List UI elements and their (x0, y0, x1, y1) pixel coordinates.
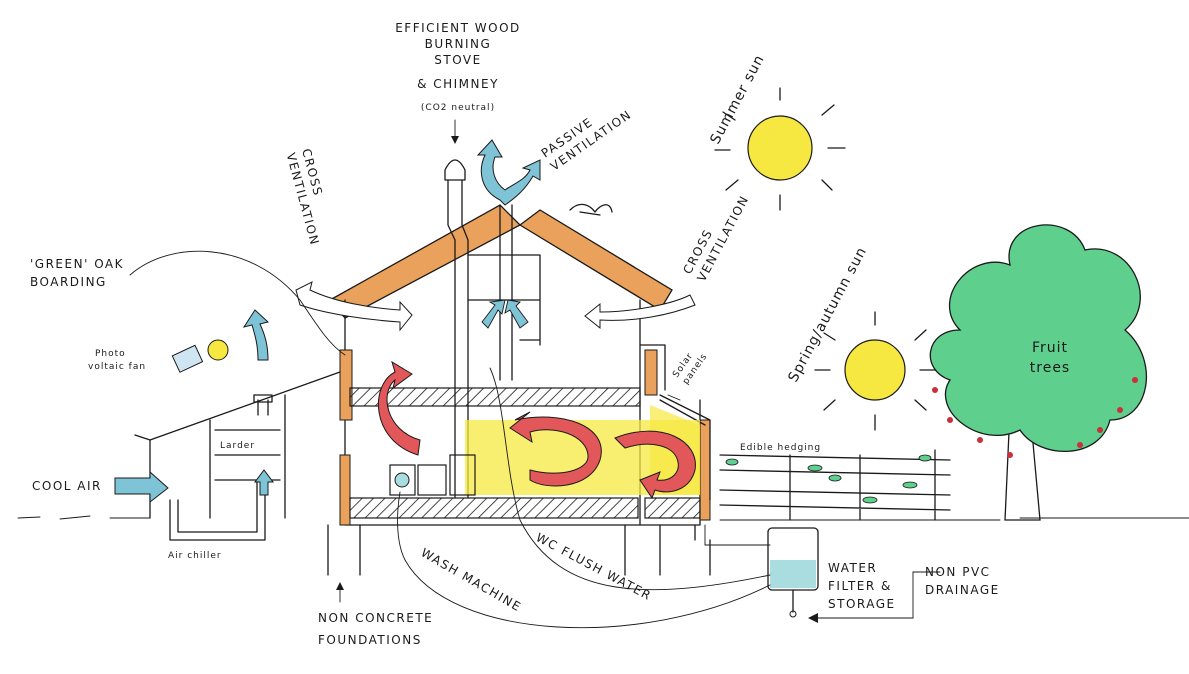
svg-text:stove: stove (434, 53, 481, 67)
roof-left (328, 204, 522, 319)
photo-voltaic-fan-label: Photo voltaic fan (88, 349, 146, 372)
attic-vent-arrows (481, 299, 529, 329)
first-floor-slab (349, 387, 641, 407)
summer-sun (714, 87, 846, 211)
svg-text:Non concrete: Non concrete (318, 611, 433, 625)
pv-panel (171, 344, 204, 373)
water-filter-label: Water filter & storage (828, 561, 896, 611)
green-oak-pointer (129, 250, 346, 356)
wash-machine-label: Wash machine (419, 545, 524, 614)
cool-air-arrow (114, 470, 169, 504)
svg-text:Photo: Photo (95, 349, 126, 359)
drainage-pipe (809, 571, 914, 619)
ground-floor-slab (349, 497, 639, 519)
wc-flush-water-label: WC flush water (534, 530, 655, 603)
fence (719, 449, 951, 521)
kitchen-units (417, 464, 447, 496)
svg-text:foundations: foundations (318, 633, 422, 647)
spring-autumn-sun (814, 311, 936, 431)
svg-text:Fruit: Fruit (1032, 340, 1068, 356)
solar-panels-label: Solar panels (671, 351, 709, 387)
warm-air-arrow-right (614, 430, 696, 500)
washing-machine (389, 464, 416, 496)
warm-air-arrow-center (509, 411, 602, 487)
svg-text:trees: trees (1030, 360, 1070, 376)
bird (569, 203, 613, 216)
svg-text:(CO2 neutral): (CO2 neutral) (421, 103, 495, 113)
sunspace-floor-slab (644, 497, 701, 519)
warm-air-arrow-left (377, 360, 421, 456)
cross-vent-arrow-right (584, 294, 696, 330)
ground-line (17, 515, 1189, 521)
passive-ventilation-label: Passive ventilation (539, 107, 635, 173)
chimney (447, 179, 469, 499)
svg-text:Water: Water (828, 561, 877, 575)
cross-ventilation-right-label: Cross ventilation (680, 193, 751, 284)
lower-left-wall-timber (339, 454, 351, 526)
drainage-arrowhead (808, 613, 818, 623)
stove-pointer-head (451, 136, 459, 144)
svg-text:drainage: drainage (925, 583, 1000, 597)
chimney-cowl (444, 159, 466, 181)
larder-up-arrow (254, 469, 274, 496)
air-chiller-pipe (169, 479, 266, 541)
svg-text:& chimney: & chimney (417, 77, 499, 91)
water-tank-water (770, 560, 816, 588)
cross-vent-arrow-left (295, 281, 413, 332)
foundations (327, 524, 711, 576)
fruit-trees-label: Fruit trees (1030, 340, 1070, 376)
roof-right (518, 209, 673, 311)
lower-right-wall-timber (699, 419, 711, 521)
svg-text:'Green' oak: 'Green' oak (30, 257, 124, 271)
svg-text:storage: storage (828, 597, 896, 611)
svg-text:filter &: filter & (828, 579, 892, 593)
green-oak-label: 'Green' oak boarding (30, 257, 124, 289)
wc-flush-pipe (489, 367, 771, 591)
drain-from-house (704, 524, 771, 546)
passive-vent-arrow (476, 139, 541, 206)
pv-sun (207, 339, 229, 361)
svg-text:voltaic fan: voltaic fan (88, 362, 146, 372)
cool-air-label: Cool air (32, 479, 102, 493)
svg-text:Efficient wood: Efficient wood (395, 21, 521, 35)
hedging-leaves (725, 454, 932, 504)
stove-label: Efficient wood burning stove & chimney (… (395, 21, 521, 113)
non-pvc-label: Non PVC drainage (925, 565, 1000, 597)
non-concrete-label: Non concrete foundations (318, 611, 433, 647)
stove-box (449, 454, 476, 496)
cross-ventilation-left-label: Cross ventilation (284, 147, 326, 247)
right-wall-timber (644, 349, 658, 396)
foundations-pointer-head (336, 582, 344, 590)
air-chiller-label: Air chiller (168, 551, 222, 561)
washing-machine-drum (394, 472, 410, 488)
svg-text:Non PVC: Non PVC (925, 565, 991, 579)
pv-fan-stack (253, 394, 273, 416)
svg-text:boarding: boarding (30, 275, 107, 289)
fruit-tree (929, 224, 1147, 521)
wash-machine-pipe (397, 491, 771, 629)
larder-label: Larder (220, 441, 255, 451)
svg-text:burning: burning (425, 37, 492, 51)
pv-fan-up-arrow (242, 309, 270, 361)
water-tank-valve (789, 610, 797, 618)
edible-hedging-label: Edible hedging (740, 443, 821, 453)
left-wall-timber (339, 349, 353, 421)
solar-panel-pointer (667, 394, 681, 401)
